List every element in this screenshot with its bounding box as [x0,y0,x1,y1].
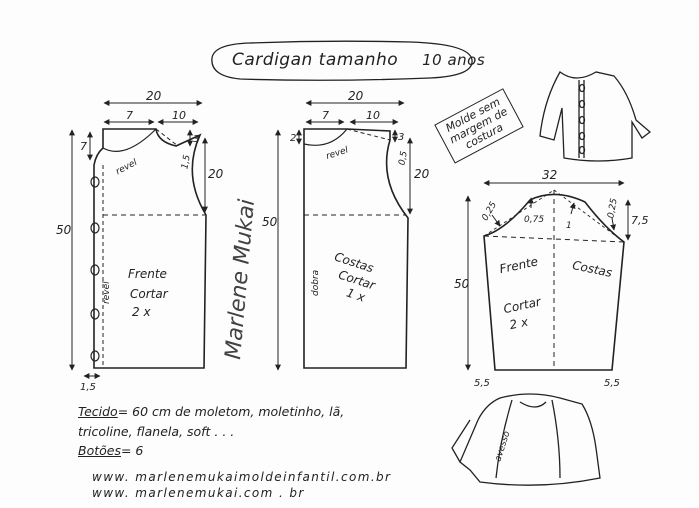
title-cloud [211,40,473,81]
front-width: 20 [146,89,162,103]
sleeve-labels: 32 50 7,5 0,25 0,75 1 0,25 Frente Costas… [454,168,649,389]
back-pattern-piece [303,128,409,369]
buttons-text: = 6 [120,443,144,458]
sleeve-cap-height: 7,5 [631,214,649,227]
front-shoulder: 10 [172,109,186,122]
sleeve-back-label: Costas [571,258,613,280]
page-title: Cardigan tamanho 10 anos [232,50,485,70]
front-dimensions [69,100,208,379]
back-cut-qty: 1 x [345,286,368,305]
sleeve-height: 50 [454,277,470,291]
sleeve-center-right: 1 [566,221,572,231]
url-1[interactable]: www. marlenemukaimoldeinfantil.com.br [92,470,392,484]
front-bias-label: revel [114,158,139,178]
button-marker [90,222,100,234]
cardigan-front-sketch [539,71,652,162]
sleeve-cuff-left: 5,5 [474,378,490,389]
front-height: 50 [56,223,72,237]
front-name: Frente [128,267,167,281]
sleeve-cut-label: Cortar [502,294,543,316]
fabric-line: Tecido= 60 cm de moletom, moletinho, lã, [78,404,344,419]
sleeve-center-left: 0,75 [524,215,544,225]
back-armhole-offset: 0,5 [398,150,410,166]
sleeve-cuff-right: 5,5 [604,378,620,389]
button-marker [90,350,100,362]
front-armhole-offset: 1,5 [180,154,192,170]
front-cut-qty: 2 x [132,305,151,319]
fabric-line-2: tricoline, flanela, soft . . . [78,424,235,439]
back-bias-label: revel [325,145,350,162]
back-shoulder: 10 [366,109,380,122]
back-neck-depth: 2 [290,133,296,144]
front-armhole-depth: 20 [208,167,224,181]
sleeve-pattern-piece [483,189,625,371]
sleeve-width: 32 [542,168,557,182]
sleeve-left-point: 0,25 [480,200,499,223]
url-2[interactable]: www. marlenemukai.com . br [92,486,305,500]
front-labels: 20 7 10 7 3 1,5 20 50 1,5 revel revel Fr… [56,89,224,393]
sleeve-cut-qty: 2 x [508,314,530,332]
fabric-label: Tecido [78,404,118,419]
back-width: 20 [348,89,364,103]
button-marker [90,176,100,188]
back-shoulder-drop: 3 [398,132,404,143]
front-pattern-piece [90,128,207,369]
front-neck-depth: 7 [80,140,87,153]
back-armhole-depth: 20 [414,167,430,181]
back-height: 50 [262,215,278,229]
jacket-inside-sketch [451,393,601,486]
front-hem-extension: 1,5 [80,382,96,393]
sleeve-dimensions [465,180,631,371]
button-marker [90,264,100,276]
title-label: Cardigan tamanho [232,50,399,70]
signature-mark: Marlene Mukai [221,198,260,360]
buttons-line: Botões= 6 [78,443,143,458]
sleeve-right-point: 0,25 [606,197,619,219]
back-neck-width: 7 [322,109,329,122]
back-labels: 20 7 10 2 3 0,5 20 50 revel dobra Costas… [262,89,430,305]
sleeve-front-label: Frente [498,254,539,276]
buttons-label: Botões [78,443,121,458]
front-neck-width: 7 [126,109,133,122]
back-dimensions [275,100,413,371]
front-shoulder-drop: 3 [193,134,199,145]
front-cut-label: Cortar [130,287,169,301]
back-fold-label: dobra [311,270,321,296]
jacket-label: avesso [493,430,512,463]
fabric-text: = 60 cm de moletom, moletinho, lã, [117,404,345,419]
front-fold-label: revel [102,281,112,304]
title-size: 10 anos [422,51,486,69]
button-marker [90,308,100,320]
